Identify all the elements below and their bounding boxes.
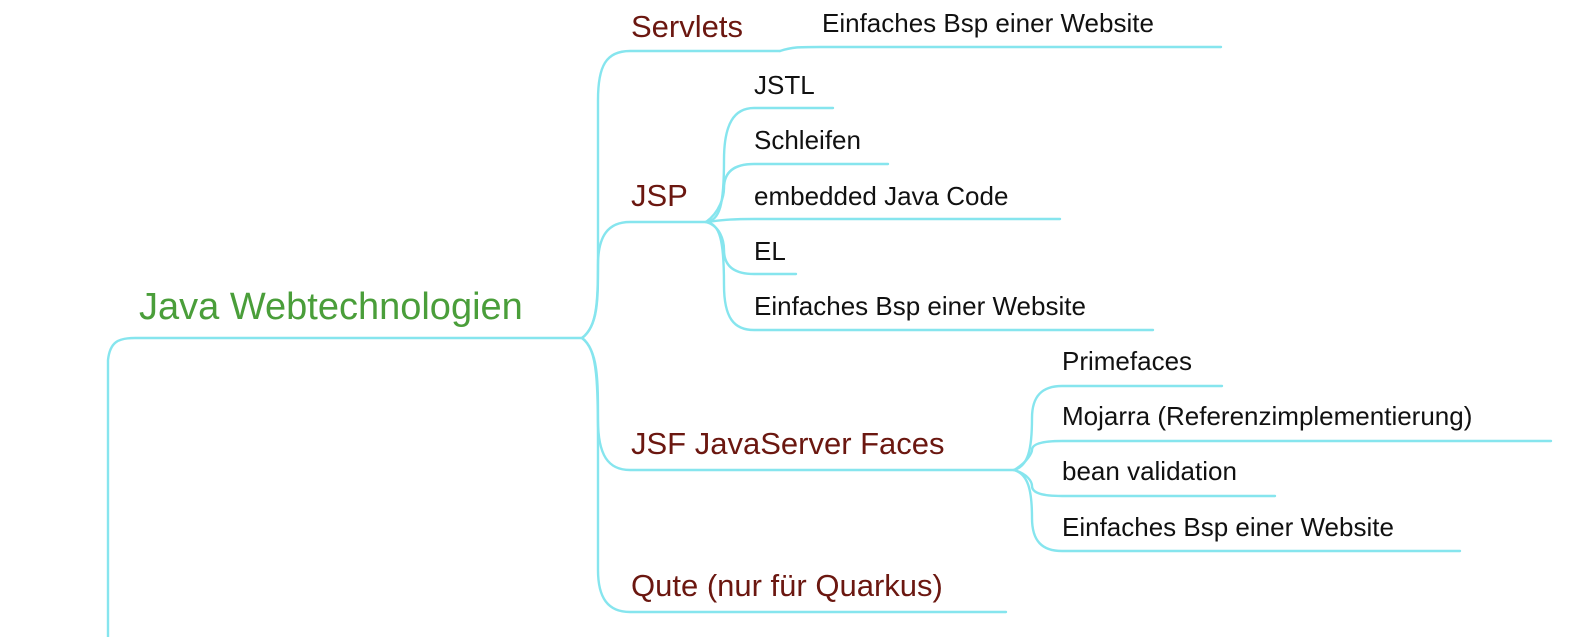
connector-jsp <box>580 220 708 340</box>
connector-jsf-leaf-2 <box>1012 468 1277 498</box>
leaf-jsf-bean-validation: bean validation <box>1062 456 1237 486</box>
branch-qute-label: Qute (nur für Quarkus) <box>631 568 943 603</box>
leaf-jsp-jstl: JSTL <box>754 70 815 100</box>
connector-jsf-leaf-1 <box>1012 439 1553 472</box>
branch-servlets-label: Servlets <box>631 9 743 44</box>
leaf-jsp-embedded-java-code: embedded Java Code <box>754 181 1009 211</box>
leaf-jsp-el: EL <box>754 236 786 266</box>
connector-qute <box>580 336 1008 614</box>
leaf-jsp-schleifen: Schleifen <box>754 125 861 155</box>
connector-jsp-leaf-0 <box>704 106 835 224</box>
connector-jsp-leaf-1 <box>704 162 890 224</box>
connector-jsp-leaf-2 <box>704 217 1062 224</box>
connector-servlets-leaf-0 <box>778 45 1223 53</box>
connector-jsp-leaf-4 <box>704 220 1155 332</box>
leaf-jsf-primefaces: Primefaces <box>1062 346 1193 376</box>
root-node-label: Java Webtechnologien <box>139 286 523 328</box>
root-connector <box>106 336 584 637</box>
branch-jsf-label: JSF JavaServer Faces <box>631 426 945 461</box>
leaf-servlets-example: Einfaches Bsp einer Website <box>822 8 1154 38</box>
leaf-jsf-mojarra: Mojarra (Referenzimplementierung) <box>1062 401 1473 431</box>
leaf-jsp-example: Einfaches Bsp einer Website <box>754 291 1086 321</box>
connector-jsf-leaf-3 <box>1012 468 1462 553</box>
leaf-jsf-example: Einfaches Bsp einer Website <box>1062 512 1394 542</box>
branch-jsp-label: JSP <box>631 178 688 213</box>
